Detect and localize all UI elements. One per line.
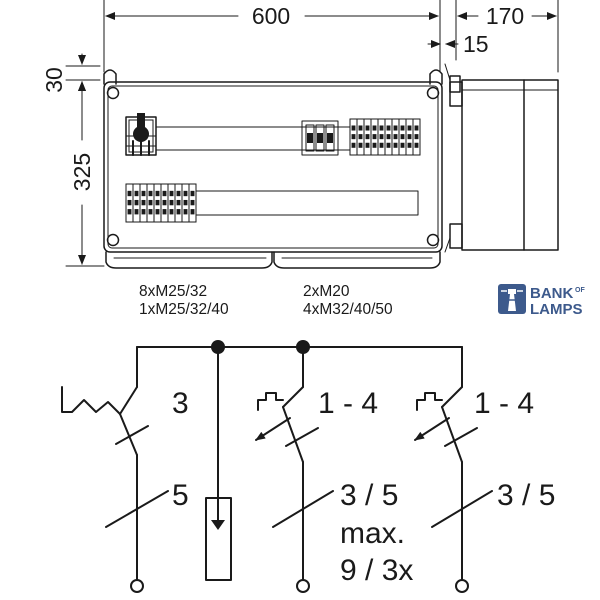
screw-icon	[106, 233, 120, 247]
dimension-height: 325	[65, 81, 105, 267]
terminal-cell	[363, 118, 372, 156]
switch-disconnector-symbol	[61, 346, 169, 593]
bank-of-lamps-logo: BANK OF LAMPS	[498, 284, 585, 318]
breaker2-lower-label: 3 / 5	[497, 479, 555, 512]
terminal-cell	[125, 183, 134, 223]
enclosure-side-view	[444, 63, 559, 253]
terminal-block-bottom	[125, 183, 197, 223]
logo-text-lamps: LAMPS	[530, 301, 583, 318]
offset-label: 15	[463, 31, 489, 57]
right-gland-label-2: 4xM32/40/50	[303, 301, 393, 318]
breaker2-poles-label: 1 - 4	[474, 387, 534, 420]
gland-labels: 8xM25/32 1xM25/32/40 2xM20 4xM32/40/50	[139, 283, 393, 318]
height-label: 325	[69, 153, 95, 191]
top-offset-label: 30	[41, 67, 67, 93]
terminal-icon	[130, 579, 144, 593]
screw-icon	[106, 86, 120, 100]
logo-text-bank: BANK	[530, 285, 573, 302]
left-gland-label-2: 1xM25/32/40	[139, 301, 229, 318]
dimension-width: 600	[103, 0, 441, 73]
logo-text-of: OF	[575, 287, 585, 294]
main-switch	[125, 113, 157, 156]
terminal-cell	[146, 183, 155, 223]
small-breakers	[301, 120, 339, 156]
max-value-label: 9 / 3x	[340, 554, 413, 587]
terminal-cell	[391, 118, 400, 156]
dimension-offset: 15	[427, 31, 489, 57]
terminal-cell	[398, 118, 407, 156]
switch-lower-label: 5	[172, 479, 189, 512]
width-label: 600	[252, 3, 290, 29]
right-gland-label-1: 2xM20	[303, 283, 350, 300]
din-rail-bottom	[195, 190, 419, 216]
terminal-cell	[174, 183, 183, 223]
terminal-cell	[377, 118, 386, 156]
terminal-icon	[296, 579, 310, 593]
lighthouse-icon	[498, 284, 526, 314]
dimension-depth: 170	[455, 0, 559, 73]
dimension-top: 30	[41, 53, 101, 93]
terminal-cell	[153, 183, 162, 223]
screw-icon	[426, 233, 440, 247]
circuit-breaker-symbol	[255, 346, 334, 593]
breaker1-lower-label: 3 / 5	[340, 479, 398, 512]
fuse-symbol	[205, 346, 232, 581]
terminal-cell	[412, 118, 421, 156]
screw-icon	[426, 86, 440, 100]
left-gland-label-1: 8xM25/32	[139, 283, 207, 300]
circuit-schematic: 3 1 - 4 1 - 4 5 3 / 5 3 / 5 max. 9 / 3x	[61, 340, 555, 593]
terminal-cell	[188, 183, 197, 223]
enclosure-front-view	[103, 69, 443, 269]
depth-label: 170	[486, 3, 524, 29]
terminal-cell	[370, 118, 379, 156]
terminal-cell	[384, 118, 393, 156]
terminal-cell	[160, 183, 169, 223]
terminal-icon	[455, 579, 469, 593]
max-label: max.	[340, 517, 405, 550]
circuit-breaker-symbol	[414, 346, 493, 593]
terminal-cell	[167, 183, 176, 223]
terminal-cell	[356, 118, 365, 156]
terminal-cell	[132, 183, 141, 223]
terminal-block-top	[349, 118, 421, 156]
terminal-cell	[349, 118, 358, 156]
terminal-cell	[181, 183, 190, 223]
terminal-cell	[405, 118, 414, 156]
switch-poles-label: 3	[172, 387, 189, 420]
breaker1-poles-label: 1 - 4	[318, 387, 378, 420]
terminal-cell	[139, 183, 148, 223]
